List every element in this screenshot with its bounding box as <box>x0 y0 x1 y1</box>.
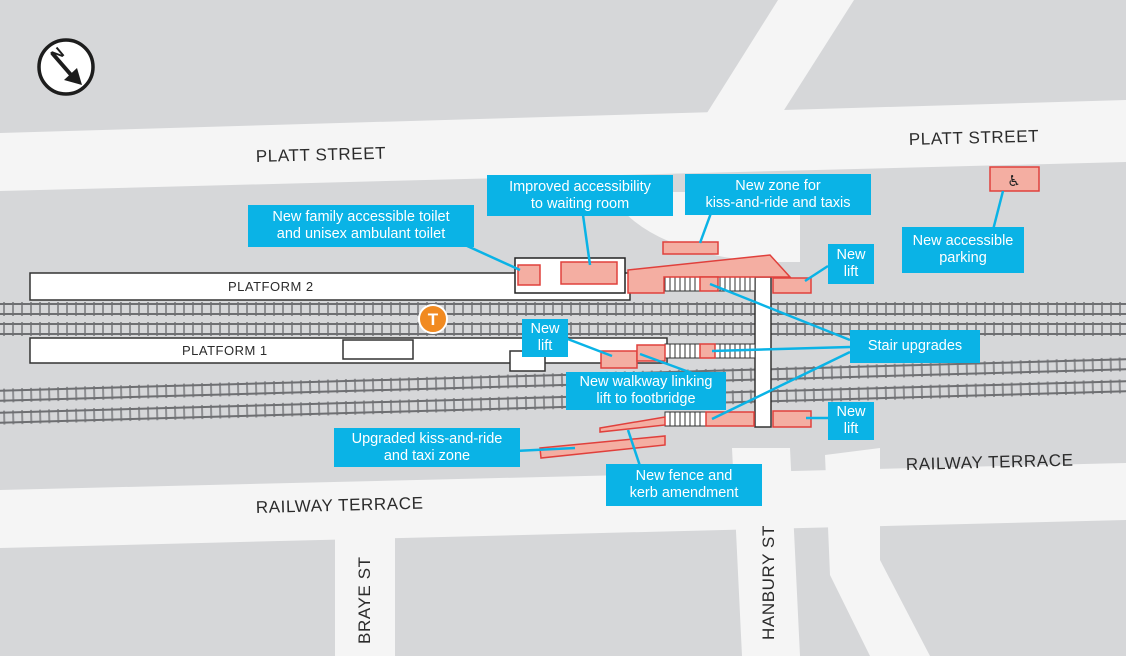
railway-terrace-branch-road <box>825 448 930 656</box>
braye-street-label: BRAYE ST <box>355 556 374 644</box>
walkway-platform-2 <box>627 254 792 294</box>
callout-new-lift-middle: New lift <box>522 319 568 357</box>
callout-family-toilet: New family accessible toilet and unisex … <box>248 205 474 247</box>
track-4 <box>0 378 1126 425</box>
footbridge <box>664 276 772 428</box>
platform-2-label: PLATFORM 2 <box>228 279 314 294</box>
fence-kerb-works <box>599 416 666 433</box>
callout-waiting-room: Improved accessibility to waiting room <box>487 175 673 216</box>
street-labels: PLATT STREET PLATT STREET RAILWAY TERRAC… <box>256 127 1074 644</box>
track-3 <box>0 356 1126 403</box>
callout-fence-kerb: New fence and kerb amendment <box>606 464 762 506</box>
north-arrow: N <box>37 38 95 96</box>
station-marker: T <box>418 304 448 334</box>
stairs-top-works <box>699 276 719 292</box>
wheelchair-icon: ♿ <box>1007 172 1020 190</box>
platt-street-label-right: PLATT STREET <box>909 127 1040 149</box>
north-arrow-icon <box>64 68 82 85</box>
kiss-and-ride-new-zone <box>662 241 719 255</box>
platt-street-road <box>0 100 1126 191</box>
callout-new-walkway: New walkway linking lift to footbridge <box>566 372 726 410</box>
walkway-platform-1 <box>636 344 666 362</box>
track-1 <box>0 302 1126 316</box>
waiting-room-works <box>560 261 618 285</box>
accessible-parking-works <box>989 166 1040 192</box>
callout-accessible-parking: New accessible parking <box>902 227 1024 273</box>
hanbury-street-label: HANBURY ST <box>759 525 778 640</box>
callout-stair-upgrades: Stair upgrades <box>850 330 980 363</box>
callout-upgraded-kiss-and-ride: Upgraded kiss-and-ride and taxi zone <box>334 428 520 467</box>
platform-1-label: PLATFORM 1 <box>182 343 268 358</box>
braye-street-road <box>335 518 395 656</box>
railway-terrace-road <box>0 463 1126 548</box>
lift-top-works <box>772 277 812 294</box>
callout-new-lift-bottom: New lift <box>828 402 874 440</box>
railway-terrace-label-left: RAILWAY TERRACE <box>256 494 424 517</box>
kiss-and-ride-upgraded-zone <box>539 435 666 459</box>
train-station-icon <box>418 304 448 334</box>
platt-street-label-left: PLATT STREET <box>256 144 387 166</box>
platform-1-shelter <box>342 339 414 360</box>
lift-bottom-works <box>772 410 812 428</box>
toilet-works <box>517 264 541 286</box>
railway-terrace-label-right: RAILWAY TERRACE <box>906 451 1074 474</box>
diagonal-road <box>690 0 854 140</box>
callout-new-kiss-and-ride: New zone for kiss-and-ride and taxis <box>685 174 871 215</box>
footbridge-span <box>754 276 772 428</box>
callout-new-lift-top: New lift <box>828 244 874 284</box>
station-marker-letter: T <box>428 310 439 329</box>
